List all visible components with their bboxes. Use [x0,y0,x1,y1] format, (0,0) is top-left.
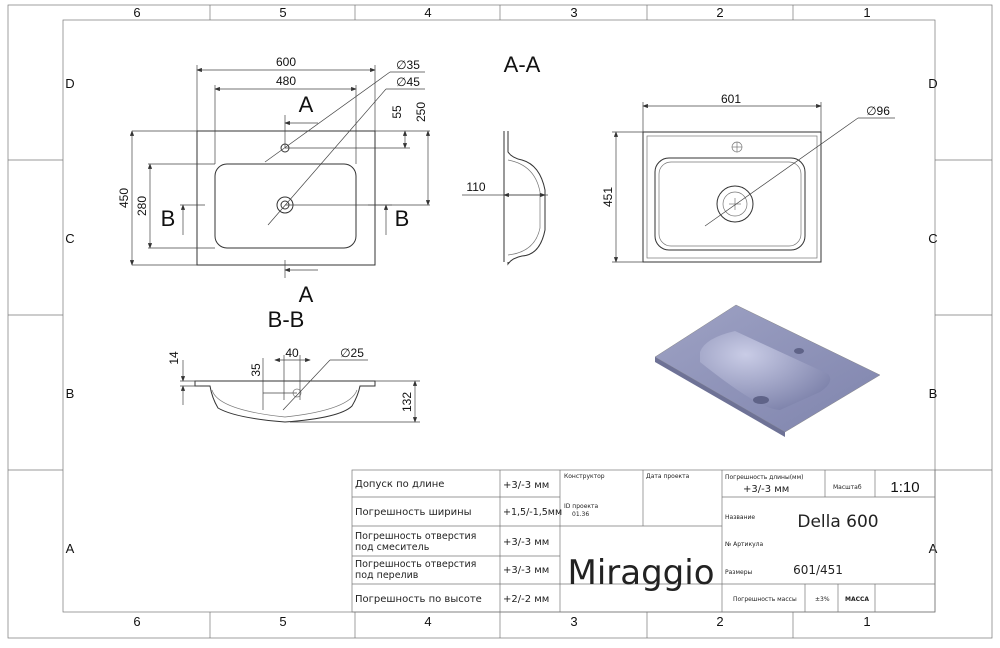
dim-depth: 450 [117,188,131,208]
scale-label: Масштаб [833,484,862,491]
dim-tap-offset: 55 [390,105,404,119]
dim-plan-width: 601 [721,92,741,106]
section-a-label: A [299,282,314,307]
product-size: 601/451 [793,563,843,577]
dim-overflow-width: 40 [285,346,299,360]
length-tol: +3/-3 мм [743,484,789,495]
plan-view: 601 451 ∅96 [601,92,895,263]
section-aa-view: 110 [462,131,548,266]
dim-bowl-width: 480 [276,74,296,88]
mass-label: МАССА [845,596,869,603]
tol-value: +3/-3 мм [503,565,549,576]
row-label: C [65,231,74,246]
designer-label: Конструктор [564,473,605,480]
dim-drain-hole: ∅45 [396,75,420,89]
row-label: D [928,76,937,91]
dim-overflow-height: 35 [249,363,263,377]
column-label: 5 [279,5,286,20]
dim-overflow-diameter: ∅25 [340,346,364,360]
row-label: A [66,541,75,556]
dim-rim: 14 [167,351,181,365]
column-label: 4 [424,5,431,20]
column-label: 1 [863,5,870,20]
row-label: C [928,231,937,246]
section-bb-title: B-B [268,307,305,332]
section-b-label: B [161,206,176,231]
column-label: 2 [716,614,723,629]
dim-plan-depth: 451 [601,187,615,207]
mass-tol: ±3% [815,596,830,603]
size-label: Размеры [725,569,753,576]
dim-tap-hole: ∅35 [396,58,420,72]
mass-tol-label: Погрешность массы [733,596,797,603]
top-view: 600 480 450 280 55 250 ∅35 ∅45 A A B B B… [117,52,541,332]
row-label: D [65,76,74,91]
tol-label: Допуск по длине [355,479,444,490]
column-label: 3 [570,614,577,629]
dim-height: 132 [400,392,414,412]
name-label: Название [725,514,755,521]
brand-logo: Miraggio [567,553,714,593]
section-a-label: A [299,92,314,117]
length-tol-label: Погрешность длины(мм) [725,474,803,481]
section-b-label: B [395,206,410,231]
dim-drain-diameter: ∅96 [866,104,890,118]
product-name: Della 600 [797,512,878,532]
tol-label: Погрешность по высоте [355,594,482,605]
row-label: B [66,386,75,401]
column-label: 2 [716,5,723,20]
dim-drain-offset: 250 [414,102,428,122]
tol-value: +2/-2 мм [503,594,549,605]
column-label: 1 [863,614,870,629]
tol-value: +3/-3 мм [503,480,549,491]
dim-bowl-depth: 280 [135,196,149,216]
column-label: 6 [133,614,140,629]
column-label: 3 [570,5,577,20]
row-label: B [929,386,938,401]
title-block: Допуск по длине Погрешность ширины Погре… [351,469,936,613]
drawing-frame: 6 5 4 3 2 1 6 5 4 3 2 1 D C B A D C B A [7,4,993,639]
sink-3d-render [654,304,881,437]
project-id: 01.36 [572,511,589,518]
row-label: A [929,541,938,556]
section-bb-view: 14 35 40 ∅25 132 [167,346,420,423]
dim-width: 600 [276,55,296,69]
tol-label: Погрешность ширины [355,507,472,518]
article-label: № Артикула [725,541,763,548]
column-label: 6 [133,5,140,20]
date-label: Дата проекта [646,473,690,480]
scale-value: 1:10 [890,479,919,496]
column-label: 4 [424,614,431,629]
tol-value: +1,5/-1,5мм [503,507,562,518]
column-label: 5 [279,614,286,629]
project-id-label: ID проекта [564,503,599,510]
dim-aa-depth: 110 [466,180,485,194]
section-aa-title: A-A [504,52,541,77]
tol-value: +3/-3 мм [503,537,549,548]
